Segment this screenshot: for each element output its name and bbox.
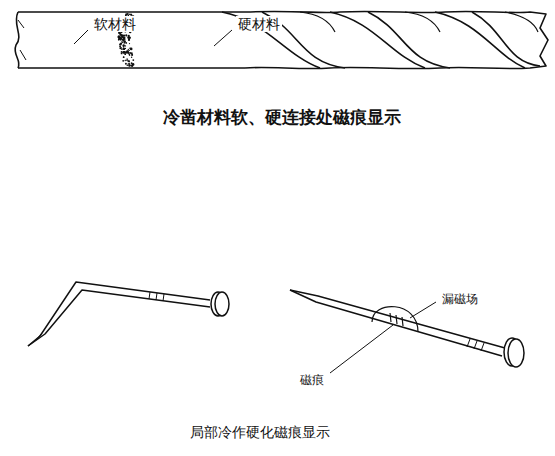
figure-caption: 局部冷作硬化磁痕显示 <box>188 424 332 440</box>
flute <box>405 12 440 32</box>
break-mark <box>18 20 26 60</box>
flute <box>435 12 525 68</box>
part-label: 硬材料 <box>236 16 282 32</box>
leader-line <box>330 325 393 373</box>
flute <box>330 12 425 68</box>
leader-line <box>74 30 88 44</box>
flute <box>505 12 538 32</box>
leader-line <box>410 302 436 318</box>
part-label: 软材料 <box>92 16 138 32</box>
bar-outline <box>18 12 245 68</box>
callout-label: 磁痕 <box>298 374 326 388</box>
callout-label: 漏磁场 <box>440 293 480 307</box>
leader-line <box>214 30 232 46</box>
straight-nail <box>290 290 524 373</box>
flute <box>222 12 320 68</box>
magnetic-trace <box>390 313 403 326</box>
flute <box>300 12 335 32</box>
flute <box>368 12 450 68</box>
bent-nail <box>28 282 229 346</box>
figure-caption: 冷凿材料软、硬连接处磁痕显示 <box>161 108 403 128</box>
leakage-field <box>372 307 418 332</box>
flute <box>472 12 540 66</box>
drill-outline <box>245 11 548 68</box>
